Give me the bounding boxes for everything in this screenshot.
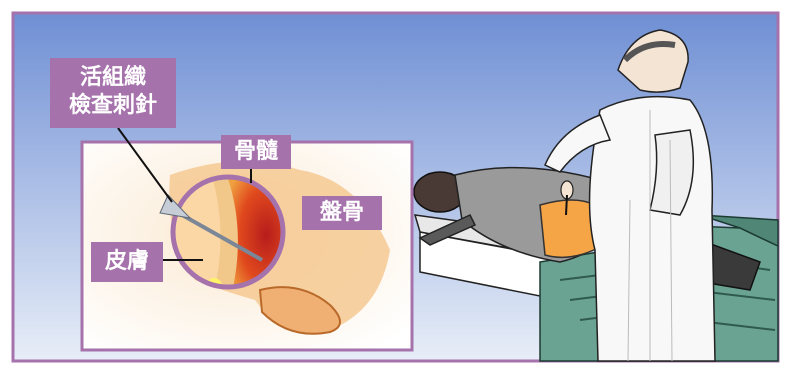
needle-label-line2: 檢查刺針: [50, 92, 176, 120]
marrow-label: 骨髓: [221, 135, 291, 169]
pelvis-label: 盤骨: [302, 196, 382, 230]
needle-label: 活組織 檢查刺針: [50, 58, 176, 128]
needle-label-line1: 活組織: [50, 64, 176, 92]
skin-label: 皮膚: [91, 242, 163, 282]
